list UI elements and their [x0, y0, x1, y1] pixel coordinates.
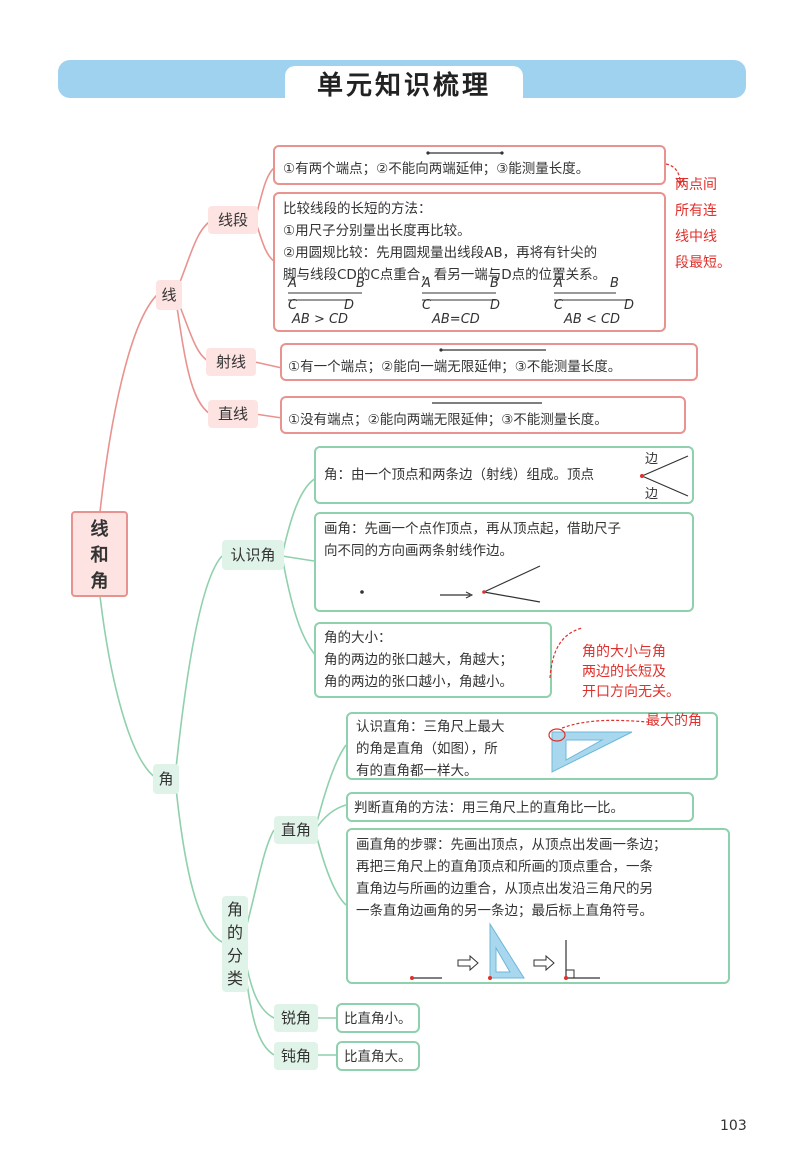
straight-props-box: ①没有端点；②能向两端无限延伸；③不能测量长度。: [280, 396, 686, 434]
segment-compare-box: 比较线段的长短的方法： ①用尺子分别量出长度再比较。 ②用圆规比较：先用圆规量出…: [273, 192, 666, 332]
node-know-angle: 认识角: [222, 540, 284, 570]
page-title: 单元知识梳理: [316, 71, 491, 101]
node-line: 线: [156, 280, 182, 310]
node-right-angle: 直角: [274, 816, 318, 844]
compare-relation-2: AB=CD: [432, 312, 480, 327]
compare-figure-1: A B C D AB > CD: [288, 276, 365, 327]
compare-figure-2: A B C D AB=CD: [422, 276, 501, 327]
angle-def-box: 角：由一个顶点和两条边（射线）组成。顶点: [314, 446, 694, 504]
angle-size-box: 角的大小： 角的两边的张口越大，角越大； 角的两边的张口越小，角越小。: [314, 622, 552, 698]
compare-line-2: ②用圆规比较：先用圆规量出线段AB，再将有针尖的: [283, 245, 598, 261]
max-angle-label: 最大的角: [646, 713, 702, 729]
segment-note-arrow: [665, 163, 685, 186]
right-angle-steps-figure: [410, 922, 600, 980]
node-acute-angle: 锐角: [274, 1004, 318, 1032]
root-node-line-and-angle: 线 和 角: [71, 511, 128, 597]
angle-size-note-arrow: [549, 627, 583, 679]
node-angle: 角: [153, 764, 179, 794]
ray-figure: [439, 348, 546, 352]
node-angle-classification: 角 的 分 类: [222, 896, 248, 992]
compare-relation-1: AB > CD: [292, 312, 349, 327]
segment-props-box: ①有两个端点；②不能向两端延伸；③能测量长度。: [273, 145, 666, 185]
node-ray: 射线: [206, 348, 256, 376]
right-angle-judge-box: 判断直角的方法：用三角尺上的直角比一比。: [346, 792, 694, 822]
segment-figure: [426, 151, 504, 155]
angle-size-note: 角的大小与角 两边的长短及 开口方向无关。: [582, 644, 680, 700]
compare-line-1: ①用尺子分别量出长度再比较。: [283, 223, 471, 239]
compare-title: 比较线段的长短的方法：: [283, 201, 432, 217]
acute-angle-box: 比直角小。: [336, 1003, 420, 1033]
straight-figure: [432, 402, 542, 404]
ray-props-text: ①有一个端点；②能向一端无限延伸；③不能测量长度。: [288, 359, 622, 375]
header-title-box: [285, 66, 523, 106]
compare-line-3: 脚与线段CD的C点重合，看另一端与D点的位置关系。: [283, 267, 607, 283]
obtuse-angle-box: 比直角大。: [336, 1041, 420, 1071]
triangle-ruler-figure: [548, 728, 633, 773]
page-number: 103: [720, 1118, 747, 1134]
segment-props-text: ①有两个端点；②不能向两端延伸；③能测量长度。: [283, 161, 590, 177]
node-straight-line: 直线: [208, 400, 258, 428]
right-angle-know-box: 认识直角：三角尺上最大 的角是直角（如图），所 有的直角都一样大。: [346, 712, 718, 780]
max-angle-arrow: [561, 719, 649, 729]
segment-note: 两点间 所有连 线中线 段最短。: [675, 177, 731, 271]
angle-side-bottom-label: 边: [645, 487, 659, 502]
draw-angle-figure: [360, 565, 541, 603]
straight-props-text: ①没有端点；②能向两端无限延伸；③不能测量长度。: [288, 412, 608, 428]
node-segment: 线段: [208, 206, 258, 234]
angle-def-text: 角：由一个顶点和两条边（射线）组成。顶点: [324, 467, 594, 483]
ray-props-box: ①有一个端点；②能向一端无限延伸；③不能测量长度。: [280, 343, 698, 381]
angle-def-figure: [640, 455, 689, 497]
right-angle-steps-box: 画直角的步骤：先画出顶点，从顶点出发画一条边； 再把三角尺上的直角顶点和所画的顶…: [346, 828, 730, 984]
node-obtuse-angle: 钝角: [274, 1042, 318, 1070]
compare-figure-3: A B C D AB < CD: [554, 276, 635, 327]
angle-side-top-label: 边: [645, 452, 659, 467]
compare-relation-3: AB < CD: [564, 312, 621, 327]
